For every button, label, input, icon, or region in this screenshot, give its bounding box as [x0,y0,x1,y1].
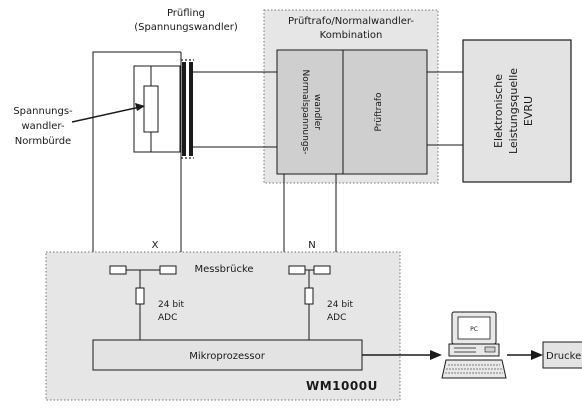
leistungsquelle-box [462,39,572,183]
arrowhead-pc-drucker [531,350,543,360]
pruefling-title-line1: Prüfling [167,8,205,19]
kombination-title-line1: Prüftrafo/Normalwandler- [288,16,414,27]
normalspannungswandler-label-line2: wandler [312,94,322,130]
leistungsquelle-label-line2: Leistungsquelle [507,68,520,154]
n-label: N [308,240,315,251]
normbuerde-pointer-arrowhead [135,103,145,111]
transformer-core-left [182,62,186,156]
x-label: X [152,240,159,251]
adc-left-label-line1: 24 bit [158,300,185,310]
resistor-n-left [288,265,306,275]
leistungsquelle-label-line3: EVRU [522,96,535,126]
pc-icon: PC [441,311,507,379]
messbruecke-box [45,251,401,401]
prueftrafo-block [342,49,428,175]
resistor-n-vertical [304,287,314,305]
resistor-x-right [159,265,177,275]
kombination-title-line2: Kombination [320,30,383,41]
messbruecke-title: Messbrücke [194,264,253,275]
drucker-box [542,341,582,369]
drucker-label: Drucke [546,351,581,362]
arrowhead-mp-pc [430,350,442,360]
resistor-n-right [313,265,331,275]
adc-left-label-line2: ADC [158,313,177,323]
prueftrafo-label: Prüftrafo [374,92,384,132]
normalspannungswandler-label-line1: Normalspannungs- [300,70,310,155]
normbuerde-label-line2: wandler- [21,121,64,132]
normbuerde-label-line1: Spannungs- [13,106,73,117]
normbuerde-pointer-line [71,106,141,123]
adc-right-label-line2: ADC [327,313,346,323]
adc-right-label-line1: 24 bit [327,300,354,310]
wire-x-left [92,51,134,271]
leistungsquelle-label-line1: Elektronische [492,74,505,148]
device-name: WM1000U [306,379,378,393]
transformer-core-right [189,62,193,156]
pc-screen-label: PC [470,326,478,333]
normbuerde-resistor [143,85,159,133]
resistor-x-vertical [135,287,145,305]
normalspannungswandler-block [276,49,344,175]
normbuerde-label-line3: Normbürde [15,136,71,147]
pruefling-title-line2: (Spannungswandler) [134,22,238,33]
mikroprozessor-label: Mikroprozessor [189,351,266,362]
resistor-x-left [109,265,127,275]
